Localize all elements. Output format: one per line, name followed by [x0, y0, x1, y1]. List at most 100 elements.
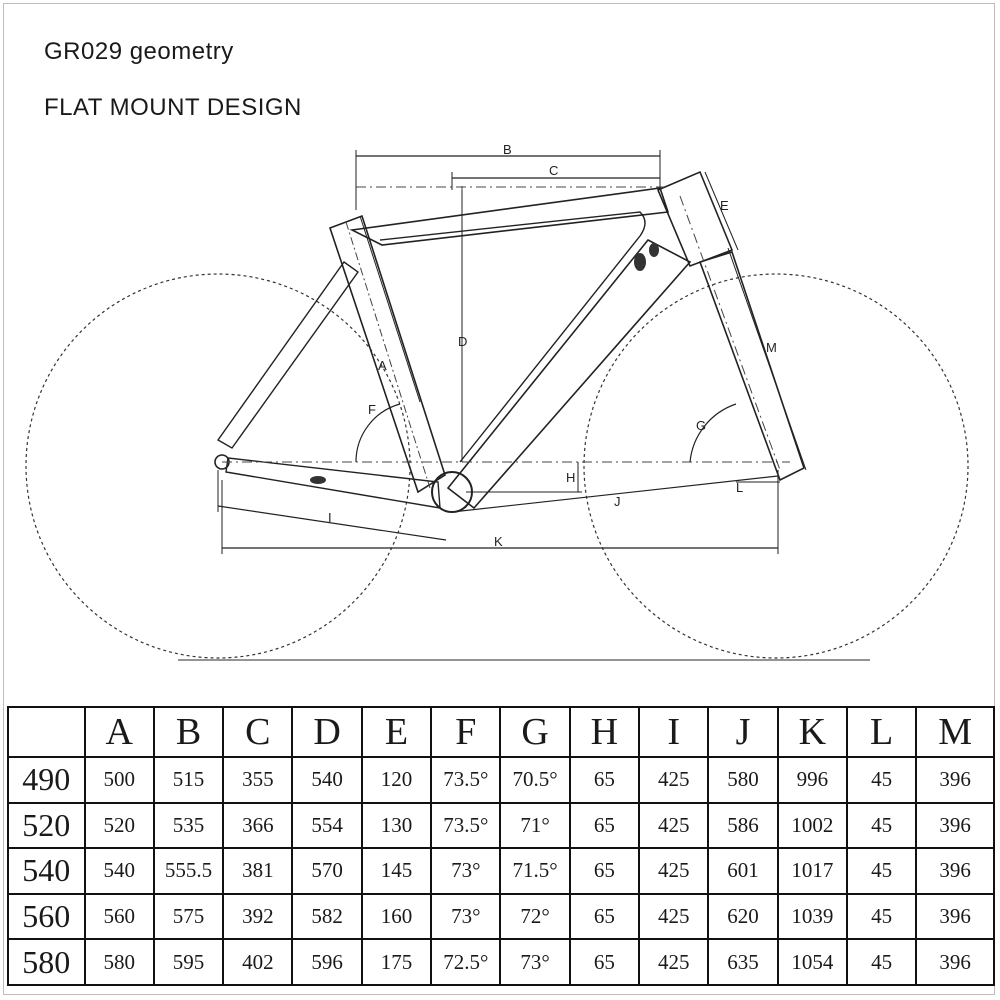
- table-cell: 1054: [776, 938, 848, 986]
- table-cell: 73°: [430, 892, 502, 941]
- table-cell: 1002: [776, 801, 848, 850]
- table-cell: 580: [707, 756, 779, 804]
- table-cell: 425: [638, 756, 710, 804]
- table-header-cell: C: [222, 706, 294, 758]
- angle-g-arc: [689, 403, 737, 463]
- table-cell: 65: [568, 847, 641, 895]
- table-cell: 396: [915, 756, 995, 804]
- dim-label-h: H: [566, 470, 575, 485]
- table-header-cell: H: [568, 706, 641, 758]
- table-cell: 145: [360, 847, 433, 895]
- dim-label-k: K: [494, 534, 503, 549]
- dim-label-d: D: [458, 334, 467, 349]
- table-header-cell: M: [915, 706, 995, 758]
- main-triangle-inner: [379, 211, 646, 463]
- top-tube: [349, 187, 670, 246]
- table-cell: 535: [152, 801, 225, 850]
- table-cell: 601: [707, 847, 779, 895]
- table-cell: 425: [638, 847, 710, 895]
- image-border: [3, 3, 995, 995]
- logo-decal: [634, 253, 646, 271]
- table-cell: 45: [845, 756, 918, 804]
- frame-size-cell: 490: [7, 756, 86, 804]
- seat-stay: [216, 261, 359, 449]
- table-cell: 65: [568, 892, 641, 941]
- dim-label-a: A: [378, 358, 387, 373]
- table-cell: 355: [222, 756, 294, 804]
- table-cell: 515: [152, 756, 225, 804]
- table-row: 520 520 535 366 554 130 73.5° 71° 65 425…: [7, 801, 995, 850]
- table-cell: 72.5°: [430, 938, 502, 986]
- dim-e-line: [704, 171, 739, 251]
- table-cell: 366: [222, 801, 294, 850]
- table-cell: 120: [360, 756, 433, 804]
- dim-m-line: [727, 247, 807, 471]
- table-cell: 555.5: [152, 847, 225, 895]
- table-row: 490 500 515 355 540 120 73.5° 70.5° 65 4…: [7, 756, 995, 804]
- table-cell: 65: [568, 801, 641, 850]
- table-cell: 45: [845, 847, 918, 895]
- table-cell: 582: [291, 892, 363, 941]
- front-wheel-outline: [583, 273, 969, 659]
- table-cell: 396: [915, 801, 995, 850]
- table-cell: 575: [152, 892, 225, 941]
- down-tube: [446, 238, 692, 510]
- table-cell: 73.5°: [430, 756, 502, 804]
- table-cell: 73.5°: [430, 801, 502, 850]
- table-cell: 71.5°: [499, 847, 571, 895]
- table-cell: 392: [222, 892, 294, 941]
- table-header-cell: [7, 706, 86, 758]
- frame-size-cell: 540: [7, 847, 86, 895]
- table-header-cell: L: [845, 706, 918, 758]
- dim-label-c: C: [549, 163, 558, 178]
- table-cell: 540: [83, 847, 155, 895]
- table-cell: 554: [291, 801, 363, 850]
- dim-label-j: J: [614, 494, 621, 509]
- table-cell: 175: [360, 938, 433, 986]
- dim-label-f: F: [368, 402, 376, 417]
- table-header-cell: G: [499, 706, 571, 758]
- table-cell: 596: [291, 938, 363, 986]
- table-cell: 560: [83, 892, 155, 941]
- dim-i-line: [217, 505, 447, 541]
- table-cell: 70.5°: [499, 756, 571, 804]
- table-header-cell: K: [776, 706, 848, 758]
- fork: [698, 251, 805, 482]
- table-header-row: A B C D E F G H I J K L M: [7, 706, 995, 758]
- table-header-cell: A: [83, 706, 155, 758]
- frame-geometry-diagram: A B C D E F G H I J K L M: [25, 142, 969, 661]
- dim-label-i: I: [328, 510, 332, 525]
- table-cell: 425: [638, 938, 710, 986]
- geometry-table: A B C D E F G H I J K L M 490 500 515 35…: [7, 706, 995, 986]
- table-cell: 570: [291, 847, 363, 895]
- table-cell: 396: [915, 892, 995, 941]
- head-tube: [656, 170, 734, 268]
- table-cell: 595: [152, 938, 225, 986]
- table-cell: 425: [638, 801, 710, 850]
- table-cell: 45: [845, 938, 918, 986]
- frame-size-cell: 580: [7, 938, 86, 986]
- table-cell: 130: [360, 801, 433, 850]
- seat-tube: [328, 214, 446, 494]
- table-cell: 520: [83, 801, 155, 850]
- table-cell: 71°: [499, 801, 571, 850]
- table-cell: 1017: [776, 847, 848, 895]
- table-cell: 1039: [776, 892, 848, 941]
- table-cell: 425: [638, 892, 710, 941]
- table-cell: 396: [915, 847, 995, 895]
- table-cell: 72°: [499, 892, 571, 941]
- table-cell: 160: [360, 892, 433, 941]
- dim-label-e: E: [720, 198, 729, 213]
- table-cell: 45: [845, 801, 918, 850]
- chain-stay: [225, 457, 441, 509]
- angle-f-arc: [355, 403, 401, 463]
- frame-size-cell: 520: [7, 801, 86, 850]
- page-subtitle: FLAT MOUNT DESIGN: [44, 94, 302, 121]
- table-header-cell: B: [152, 706, 225, 758]
- table-header-cell: D: [291, 706, 363, 758]
- table-row: 580 580 595 402 596 175 72.5° 73° 65 425…: [7, 938, 995, 986]
- table-header-cell: F: [430, 706, 502, 758]
- seat-tube-centerline: [345, 221, 431, 489]
- table-header-cell: J: [707, 706, 779, 758]
- table-cell: 65: [568, 756, 641, 804]
